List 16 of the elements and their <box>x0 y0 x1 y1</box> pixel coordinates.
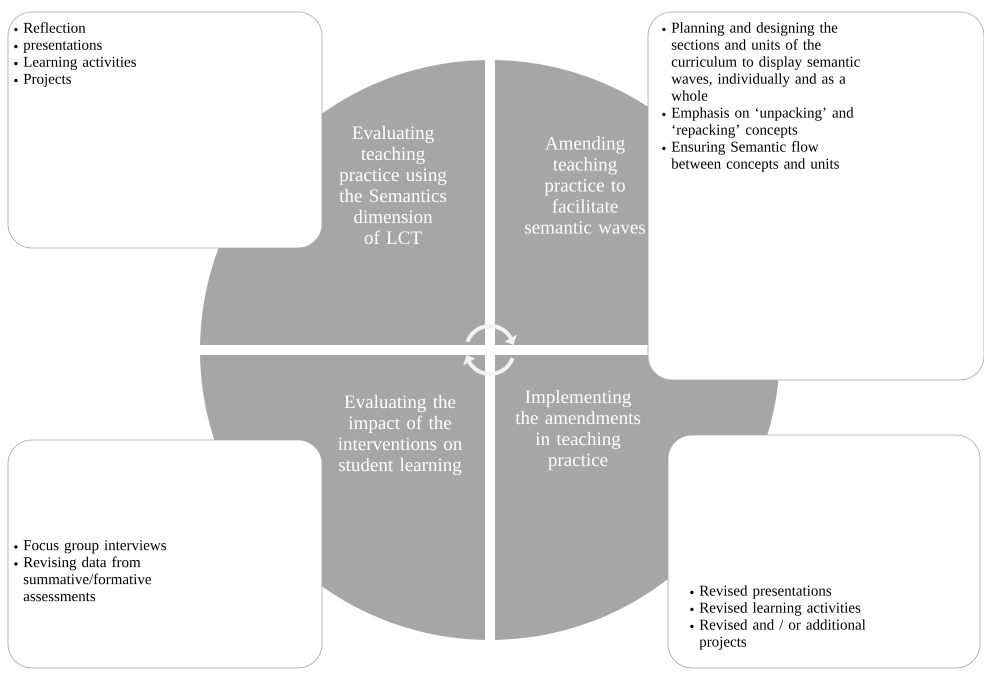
bullet-item: Emphasis on ‘unpacking’ and ‘repacking’ concepts <box>662 107 854 138</box>
quadrant-segment: Amending teaching practice to facilitate semantic waves <box>495 60 648 345</box>
bullet-item: presentations <box>14 40 102 53</box>
quadrant-segment: Evaluating the impact of the interventions on student learning <box>200 354 485 640</box>
text-box <box>8 440 322 668</box>
quadrant-segment: Evaluating teaching practice using the Semantics dimension of LCT <box>200 60 485 345</box>
bullet-item: Focus group interviews <box>14 540 166 554</box>
bullet-item: Revising data from summative/formative assessments <box>14 556 151 602</box>
bullet-item: Projects <box>14 74 71 87</box>
bullet-item: Learning activities <box>14 56 136 70</box>
text-box <box>668 434 980 668</box>
bullet-item: Reflection <box>14 22 86 33</box>
text-box <box>8 12 322 248</box>
bullet-item: Ensuring Semantic flow between concepts and units <box>662 141 839 172</box>
bullet-item: Planning and designing the sections and units of the curriculum to display semantic waves, individually and as a whole <box>662 22 860 101</box>
text-box <box>648 12 984 380</box>
